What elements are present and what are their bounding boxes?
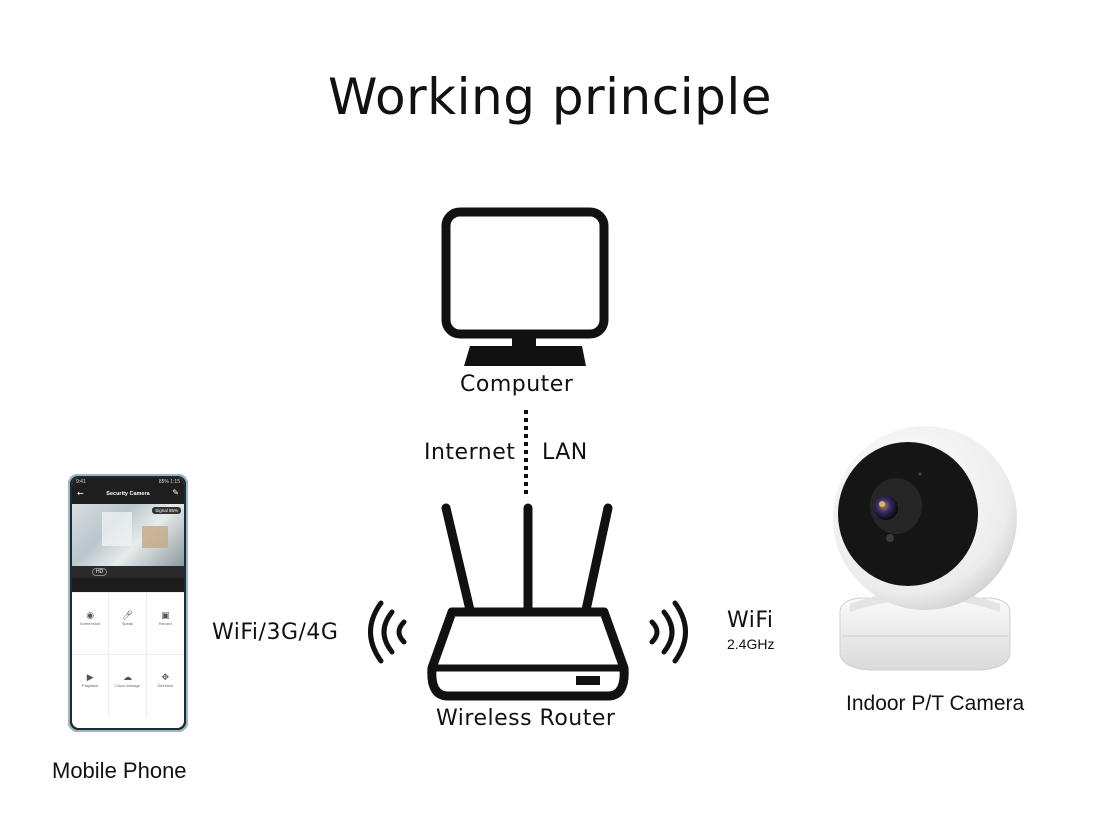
phone-label: Mobile Phone (52, 758, 187, 783)
lan-label: LAN (542, 440, 588, 465)
router-icon (427, 503, 629, 701)
indoor-camera-illustration (833, 426, 1017, 671)
phone-control-label: Record (158, 621, 172, 626)
router-label: Wireless Router (436, 706, 616, 731)
playback-icon: ▶ (86, 673, 94, 683)
computer-icon (441, 207, 609, 366)
phone-status-right: 85% 1:15 (158, 479, 180, 485)
phone-control-speak[interactable]: 🎤︎ Speak (109, 593, 147, 655)
phone-live-view: Signal 85% (72, 504, 184, 566)
phone-control-record[interactable]: ▣ Record (146, 593, 184, 655)
phone-screen: 9:41 85% 1:15 ← Security Camera ✎ Signal… (72, 478, 184, 728)
phone-signal-badge: Signal 85% (152, 507, 181, 514)
live-view-room-shape (102, 512, 132, 546)
phone-control-label: Screenshot (80, 621, 101, 626)
phone-spacer-bar (72, 578, 184, 592)
phone-control-label: Cloud storage (115, 683, 140, 688)
direction-icon: ✥ (161, 673, 170, 683)
phone-control-screenshot[interactable]: ◉ Screenshot (72, 593, 110, 655)
mobile-phone-illustration: 9:41 85% 1:15 ← Security Camera ✎ Signal… (68, 474, 188, 732)
camera-label: Indoor P/T Camera (846, 692, 1025, 715)
phone-back-icon: ← (77, 489, 84, 498)
video-record-icon: ▣ (161, 611, 170, 621)
internet-label: Internet (424, 440, 516, 465)
phone-edit-icon: ✎ (172, 488, 179, 497)
camera-band-label: 2.4GHz (727, 636, 775, 652)
diagram-title: Working principle (328, 68, 772, 126)
phone-control-direction[interactable]: ✥ Direction (147, 655, 184, 717)
microphone-icon: 🎤︎ (121, 611, 134, 621)
phone-control-label: Speak (121, 621, 134, 626)
phone-status-time: 9:41 (76, 479, 86, 485)
live-view-furniture (142, 526, 168, 548)
cloud-icon: ☁ (122, 673, 132, 683)
phone-app-header: 9:41 85% 1:15 ← Security Camera ✎ (72, 478, 184, 504)
phone-control-label: Playback (82, 683, 99, 688)
camera-shutter-icon: ◉ (86, 611, 95, 621)
phone-control-bar: HD (72, 566, 184, 578)
phone-link-label: WiFi/3G/4G (212, 620, 339, 645)
phone-control-cloud-storage[interactable]: ☁ Cloud storage (109, 655, 147, 717)
wifi-waves-right-icon (649, 600, 688, 664)
phone-quality-badge: HD (92, 568, 108, 576)
phone-app-title: Security Camera (106, 491, 150, 497)
phone-control-playback[interactable]: ▶ Playback (72, 655, 110, 717)
wifi-waves-left-icon (368, 600, 407, 664)
phone-control-label: Direction (157, 683, 174, 688)
internet-lan-connector (524, 410, 528, 496)
camera-link-label: WiFi (727, 608, 774, 633)
phone-controls-grid: ◉ Screenshot 🎤︎ Speak ▣ Record ▶ Playbac… (72, 592, 184, 717)
computer-label: Computer (460, 372, 574, 397)
